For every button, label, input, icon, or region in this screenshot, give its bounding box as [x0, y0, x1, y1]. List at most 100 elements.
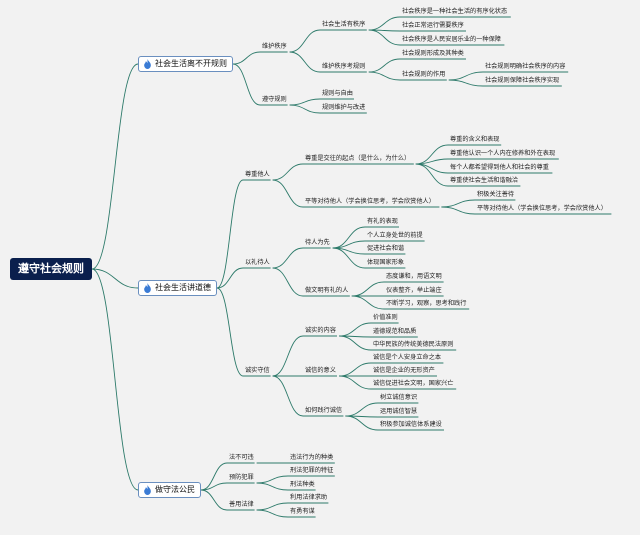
leaf-node[interactable]: 社会秩序是一种社会生活的有序化状态: [402, 8, 508, 15]
branch-connector: [232, 51, 261, 65]
leaf-node[interactable]: 社会规则明确社会秩序的内容: [485, 63, 566, 70]
topic-node[interactable]: 善用法律: [229, 501, 254, 508]
topic-node[interactable]: 尊重他人: [245, 171, 270, 178]
leaf-node[interactable]: 态度谦和，用语文明: [386, 273, 442, 280]
leaf-node[interactable]: 诚信是个人安身立命之本: [373, 354, 442, 361]
topic-node[interactable]: 诚实守信: [245, 367, 270, 374]
branch-connector: [91, 63, 139, 270]
leaf-node[interactable]: 违法行为的种类: [290, 454, 334, 461]
main-branch-node[interactable]: 社会生活离不开规则: [138, 56, 233, 72]
branch-connector: [368, 16, 401, 31]
leaf-node[interactable]: 价值准则: [373, 314, 398, 321]
leaf-node[interactable]: 道德规范和品质: [373, 328, 417, 335]
topic-node[interactable]: 做文明有礼的人: [305, 287, 349, 294]
leaf-node[interactable]: 体现国家形象: [367, 259, 405, 266]
leaf-node[interactable]: 诚信是企业的无形资产: [373, 367, 435, 374]
leaf-node[interactable]: 利用法律求助: [290, 494, 328, 501]
topic-node[interactable]: 尊重是交往的起点（是什么，为什么）: [305, 155, 411, 162]
leaf-node[interactable]: 社会规则保障社会秩序实现: [485, 77, 560, 84]
branch-connector: [448, 79, 484, 87]
leaf-node[interactable]: 平等对待他人（学会换位思考，学会欣赏他人）: [477, 205, 607, 212]
branch-connector: [200, 489, 228, 511]
flame-icon: [144, 59, 151, 69]
branch-connector: [289, 104, 321, 114]
leaf-node[interactable]: 有礼的表现: [367, 218, 398, 225]
branch-connector: [272, 335, 304, 377]
root-node[interactable]: 遵守社会规则: [10, 258, 92, 280]
leaf-node[interactable]: 积极关注善待: [477, 191, 515, 198]
branch-connector: [216, 267, 244, 289]
branch-connector: [368, 71, 401, 81]
branch-connector: [272, 375, 304, 417]
branch-connector: [256, 502, 289, 511]
branch-connector: [338, 335, 372, 351]
branch-connector: [200, 462, 228, 491]
leaf-node[interactable]: 社会秩序是人民安居乐业的一种保障: [402, 36, 501, 43]
topic-node[interactable]: 维护秩序: [262, 43, 287, 50]
branch-connector: [345, 415, 379, 431]
branch-connector: [91, 268, 139, 289]
flame-icon: [144, 283, 151, 293]
leaf-node[interactable]: 刑法种类: [290, 481, 315, 488]
leaf-node[interactable]: 仪表整齐，举止端庄: [386, 287, 442, 294]
branch-connector: [232, 63, 261, 106]
branch-connector: [289, 29, 321, 53]
branch-connector: [351, 281, 385, 297]
topic-node[interactable]: 遵守规则: [262, 96, 287, 103]
topic-node[interactable]: 社会规则的作用: [402, 71, 446, 78]
branch-connector: [216, 287, 244, 377]
flame-icon: [144, 485, 151, 495]
leaf-node[interactable]: 尊重使社会生活和谐融洽: [450, 177, 519, 184]
branch-connector: [345, 402, 379, 417]
leaf-node[interactable]: 尊重他认识一个人内在修养和外在表现: [450, 150, 556, 157]
topic-node[interactable]: 社会生活有秩序: [322, 21, 366, 28]
branch-connector: [216, 179, 244, 289]
leaf-node[interactable]: 尊重的含义和表现: [450, 136, 500, 143]
topic-node[interactable]: 如何践行诚信: [305, 407, 343, 414]
leaf-node[interactable]: 刑法犯罪的特征: [290, 467, 334, 474]
branch-connector: [338, 322, 372, 337]
topic-node[interactable]: 诚信的意义: [305, 367, 336, 374]
branch-connector: [256, 509, 289, 518]
branch-connector: [441, 206, 476, 215]
branch-connector: [272, 247, 304, 269]
main-branch-node[interactable]: 做守法公民: [138, 482, 201, 498]
leaf-node[interactable]: 运用诚信智慧: [380, 408, 418, 415]
branch-connector: [289, 98, 321, 106]
branch-connector: [338, 362, 372, 377]
topic-node[interactable]: 预防犯罪: [229, 474, 254, 481]
main-branch-node[interactable]: 社会生活讲道德: [138, 280, 217, 296]
leaf-node[interactable]: 促进社会和谐: [367, 245, 405, 252]
topic-node[interactable]: 待人为先: [305, 239, 330, 246]
branch-connector: [289, 51, 321, 73]
leaf-node[interactable]: 有勇有谋: [290, 508, 315, 515]
branch-connector: [368, 29, 401, 46]
leaf-node[interactable]: 规则维护与改进: [322, 104, 366, 111]
branch-connector: [272, 163, 304, 181]
branch-connector: [272, 267, 304, 297]
leaf-node[interactable]: 中华民族的传统美德民法原则: [373, 341, 454, 348]
leaf-node[interactable]: 不断学习，观察，思考和践行: [386, 300, 467, 307]
branch-connector: [415, 163, 449, 187]
leaf-node[interactable]: 诚信促进社会文明，国家兴亡: [373, 380, 454, 387]
leaf-node[interactable]: 每个人都希望得到他人和社会的尊重: [450, 164, 549, 171]
branch-connector: [256, 475, 289, 484]
topic-node[interactable]: 平等对待他人（学会换位思考，学会欣赏他人）: [305, 198, 435, 205]
topic-node[interactable]: 诚实的内容: [305, 327, 336, 334]
leaf-node[interactable]: 社会正常运行需要秩序: [402, 22, 464, 29]
branch-connector: [415, 163, 449, 174]
main-branch-label: 社会生活讲道德: [155, 283, 211, 292]
branch-connector: [338, 375, 372, 390]
leaf-node[interactable]: 积极参加诚信体系建设: [380, 421, 442, 428]
leaf-node[interactable]: 个人立身处世的前提: [367, 232, 423, 239]
topic-node[interactable]: 法不可违: [229, 454, 254, 461]
topic-node[interactable]: 维护秩序考规则: [322, 63, 366, 70]
topic-node[interactable]: 以礼待人: [245, 259, 270, 266]
leaf-node[interactable]: 规则与自由: [322, 90, 353, 97]
branch-connector: [448, 71, 484, 81]
branch-connector: [332, 247, 366, 269]
main-branch-label: 做守法公民: [155, 485, 195, 494]
leaf-node[interactable]: 社会规则形成及其种类: [402, 50, 464, 57]
branch-connector: [91, 268, 139, 491]
leaf-node[interactable]: 树立诚信意识: [380, 394, 418, 401]
